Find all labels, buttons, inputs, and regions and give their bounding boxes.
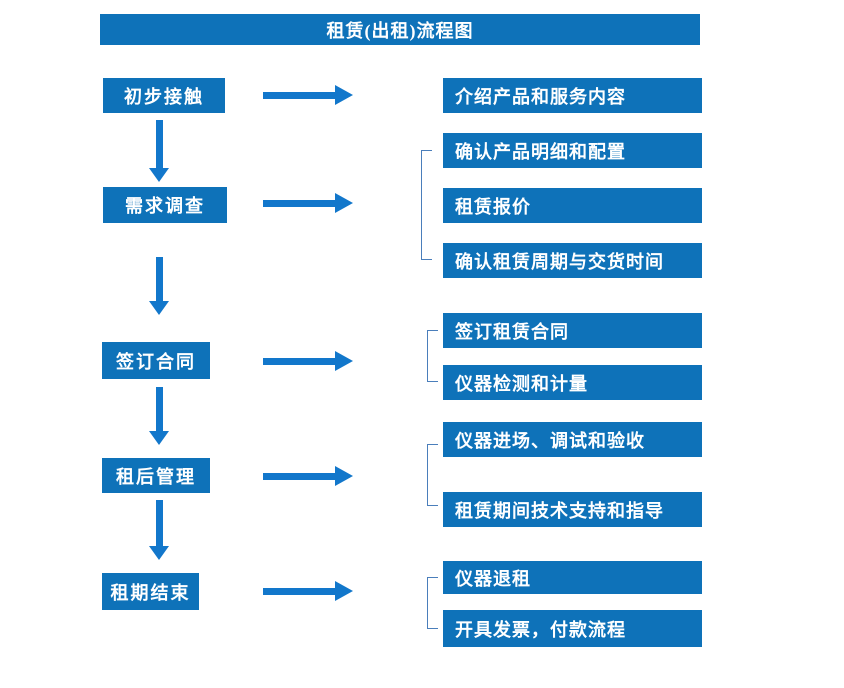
bracket-group-3: [427, 330, 438, 382]
output-box-confirm-period-delivery: 确认租赁周期与交货时间: [443, 243, 702, 278]
arrow-down-2: [149, 257, 169, 315]
output-box-instrument-return: 仪器退租: [443, 561, 702, 594]
bracket-group-4: [427, 444, 438, 506]
output-box-tech-support: 租赁期间技术支持和指导: [443, 492, 702, 527]
arrow-right-1: [263, 85, 353, 105]
bracket-group-5: [427, 577, 438, 629]
output-box-introduce-products: 介绍产品和服务内容: [443, 78, 702, 113]
step-box-lease-end: 租期结束: [102, 573, 199, 610]
step-box-sign-contract: 签订合同: [102, 342, 210, 379]
bracket-group-2: [421, 150, 432, 260]
output-box-invoice-payment: 开具发票，付款流程: [443, 610, 702, 647]
output-box-confirm-details: 确认产品明细和配置: [443, 133, 702, 168]
output-box-sign-rental-contract: 签订租赁合同: [443, 313, 702, 348]
step-box-demand-survey: 需求调查: [103, 187, 227, 223]
output-box-rental-quote: 租赁报价: [443, 188, 702, 223]
step-box-initial-contact: 初步接触: [103, 78, 225, 113]
arrow-down-1: [149, 120, 169, 182]
step-box-post-rental-management: 租后管理: [102, 458, 210, 493]
flowchart-title: 租赁(出租)流程图: [100, 14, 700, 45]
arrow-down-3: [149, 387, 169, 445]
arrow-right-4: [263, 466, 353, 486]
output-box-instrument-testing: 仪器检测和计量: [443, 365, 702, 400]
arrow-right-5: [263, 581, 353, 601]
arrow-down-4: [149, 500, 169, 560]
arrow-right-3: [263, 351, 353, 371]
arrow-right-2: [263, 193, 353, 213]
output-box-instrument-setup-acceptance: 仪器进场、调试和验收: [443, 422, 702, 457]
